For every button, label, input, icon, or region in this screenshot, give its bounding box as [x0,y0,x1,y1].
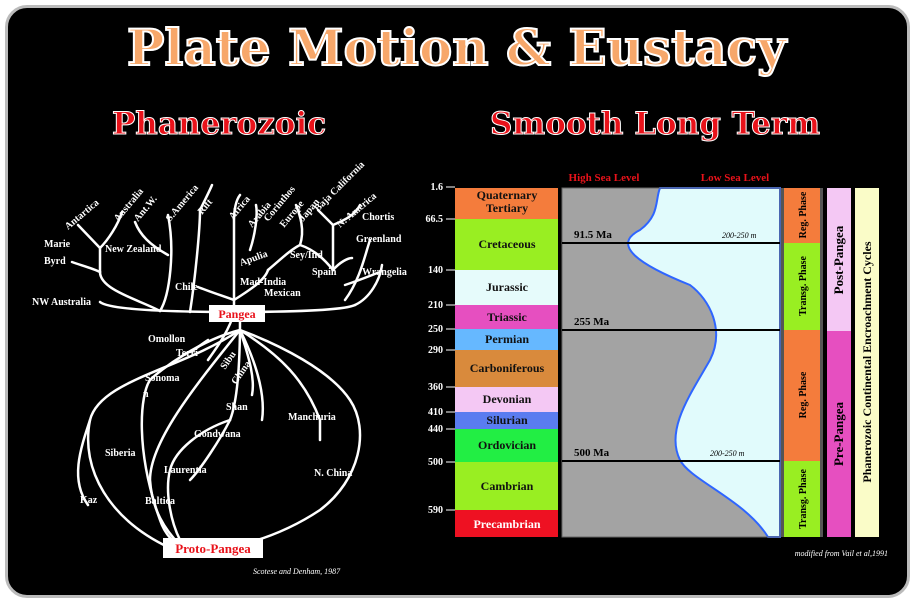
period-label: Jurassic [486,280,529,294]
period-block-devonian [455,387,558,412]
period-label: Cretaceous [478,237,535,251]
tree-label: NW Australia [32,297,91,308]
tree-label: New Zealand [105,244,162,255]
tree-label: S.America [164,183,201,224]
era-label: Post-Pangea [831,225,846,294]
proto-pangea-node [163,538,263,558]
phase-label: Transg. Phase [798,256,809,316]
period-label: Tertiary [486,201,528,215]
cycles-label: Phanerozoic Continental Encroachment Cyc… [860,241,874,483]
age-label: 410 [428,407,443,418]
phase-label: Transg. Phase [798,469,809,529]
era-label: Pre-Pangea [831,401,846,466]
period-block-cretaceous [455,219,558,270]
proto-pangea-label: Proto-Pangea [175,541,251,556]
tree-label: Kaz [80,495,98,506]
phase-label: Reg. Phase [798,191,809,238]
period-label: Precambrian [473,517,540,531]
period-label: Permian [485,332,529,346]
tree-label: Wrangelia [362,267,407,278]
period-label: Silurian [486,413,528,427]
period-block-jurassic [455,270,558,305]
tree-label: Byrd [44,256,66,267]
period-label: Quaternary [477,188,538,202]
age-label: 210 [428,300,443,311]
tree-label: Gondwana [194,429,241,440]
period-label: Ordovician [478,438,536,452]
age-label: 360 [428,382,443,393]
high-sea-level-header: High Sea Level [569,172,640,184]
tree-label: Omollon [148,334,186,345]
phase-block [784,188,820,243]
age-label: 1.6 [431,182,444,193]
left-title: Phanerozoic [111,106,327,143]
period-block-precambrian [455,510,558,537]
period-block-tertiary [455,188,558,219]
period-block-carboniferous [455,350,558,387]
main-title: Plate Motion & Eustacy [126,17,787,78]
sea-level-frame [561,187,781,538]
sea-level-chart: High Sea Level Low Sea Level 1.6 66.5 14… [426,172,889,558]
tree-label: Spain [312,267,337,278]
pangea-label: Pangea [218,307,255,321]
period-label: Carboniferous [470,361,545,375]
tree-label: Laurentia [164,465,207,476]
age-label: 250 [428,324,443,335]
right-credit: modified from Vail et al,1991 [795,549,888,558]
tree-label: Baltica [145,496,175,507]
tree-label: N. America [335,191,379,230]
age-label: 500 [428,457,443,468]
period-label: Devonian [483,392,532,406]
era-block-post-pangea [827,188,851,331]
marker-range: 200-250 m [710,449,745,458]
period-block-permian [455,329,558,350]
tree-label: Chile [175,282,198,293]
tree-label: Greenland [356,234,402,245]
age-label: 66.5 [426,214,444,225]
phase-block [784,330,820,461]
phase-block [784,243,820,330]
phase-label: Reg. Phase [798,371,809,418]
tree-label: Chortis [362,212,394,223]
age-label: 140 [428,265,443,276]
tree-label: Terri [176,348,198,359]
marker-label: 255 Ma [574,316,610,328]
tree-label: Mexican [264,288,301,299]
tree-label: Sey/Ind [290,250,323,261]
tree-label: N. China [314,468,352,479]
tree-label: Apulia [238,249,269,269]
cycles-column [855,188,879,537]
period-block-cambrian [455,462,558,510]
tree-label: Shan [226,402,248,413]
era-block-pre-pangea [827,331,851,537]
period-label: Cambrian [481,479,534,493]
period-label: Triassic [487,310,527,324]
period-block-silurian [455,412,558,429]
low-sea-level-header: Low Sea Level [701,172,769,184]
tree-label: Marie [44,239,71,250]
marker-range: 200-250 m [722,231,757,240]
period-block-triassic [455,305,558,329]
period-block-ordovician [455,429,558,462]
tree-label: Mad-India [240,277,286,288]
pangea-node [209,305,265,322]
tree-label: Antartica [63,197,102,232]
marker-label: 91.5 Ma [574,229,612,241]
tree-label: Sonoma [145,373,179,384]
right-title: Smooth Long Term [489,106,821,143]
tree-label: Siberia [105,448,136,459]
tree-label: n [143,389,149,400]
age-label: 440 [428,424,443,435]
phase-block [784,461,820,537]
marker-label: 500 Ma [574,447,610,459]
age-label: 590 [428,505,443,516]
tree-label: Manchuria [288,412,336,423]
left-credit: Scotese and Denham, 1987 [253,567,341,576]
age-label: 290 [428,345,443,356]
